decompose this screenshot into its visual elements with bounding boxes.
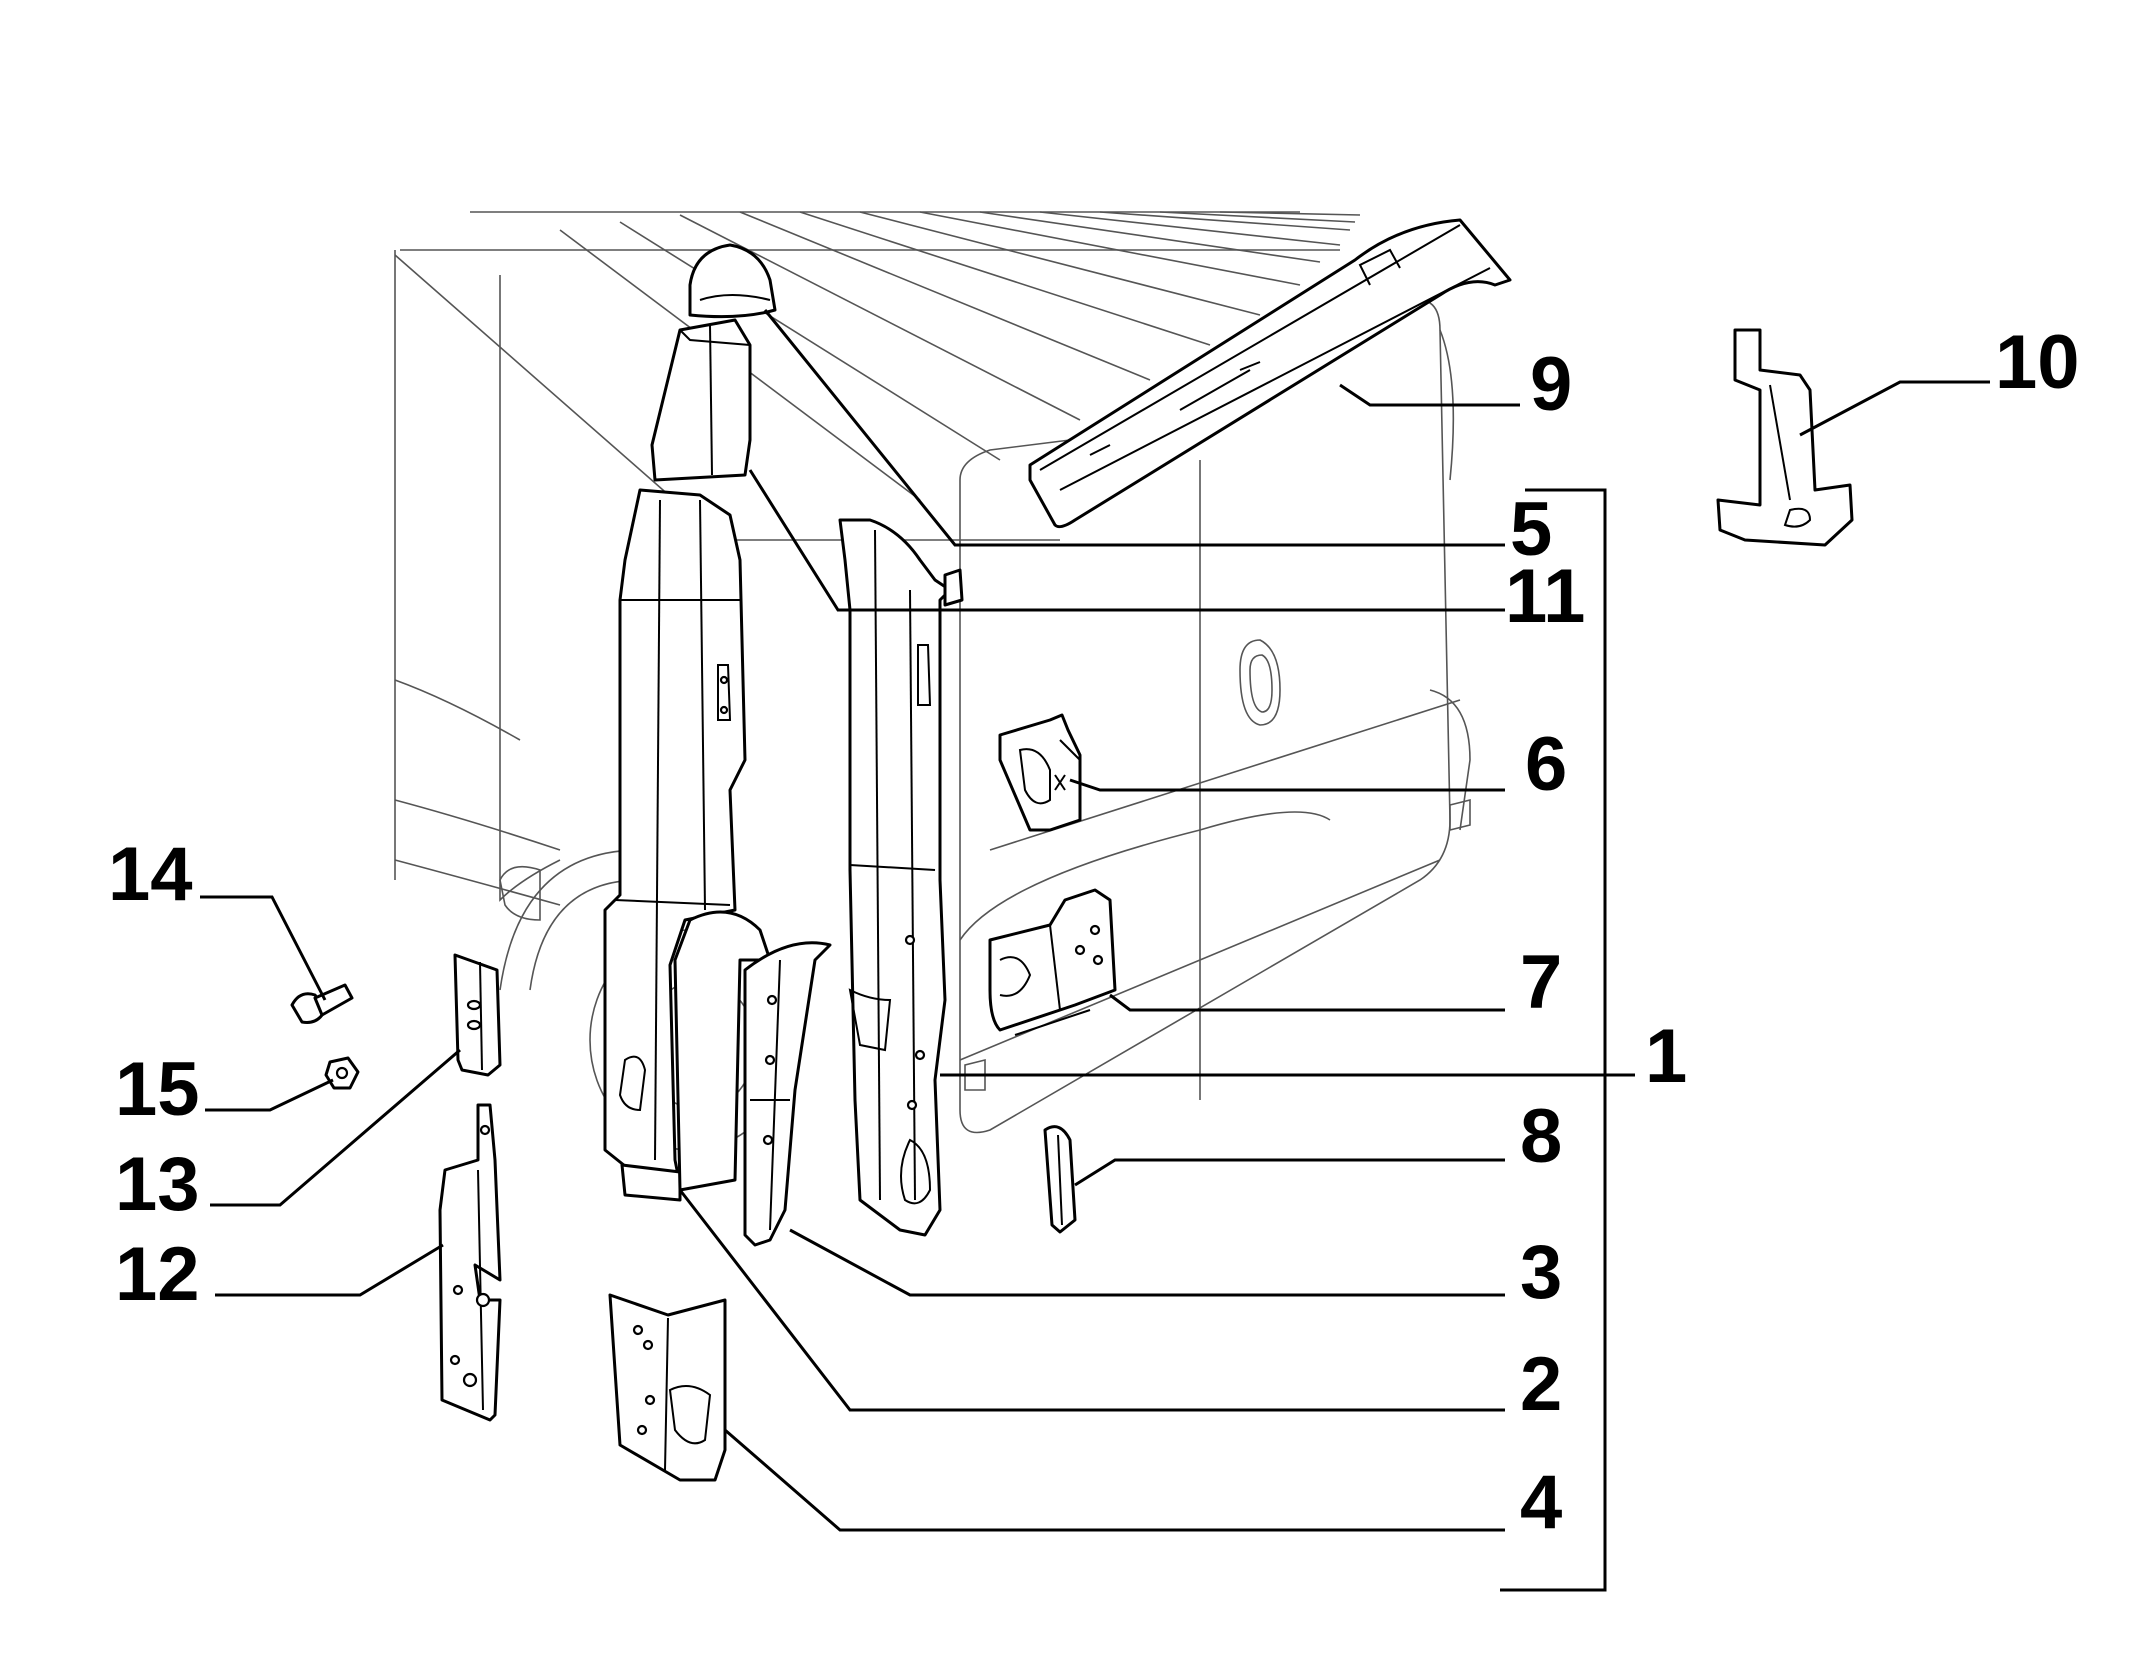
rear-corner-line (1439, 329, 1455, 481)
rear-door-handle-inner (1249, 654, 1273, 713)
rear-door-handle-recess (959, 811, 1331, 941)
part-1-right-pillar (838, 518, 964, 1237)
side-lower-line (394, 799, 561, 851)
part-7-lock-plate (988, 888, 1117, 1036)
part-2-wheel-panel (673, 910, 772, 1192)
callout-14: 14 (108, 832, 193, 917)
group-bracket (1500, 488, 1607, 1592)
leader-10 (1799, 380, 1990, 437)
leader-5 (763, 309, 1505, 547)
side-marker-lamp (499, 865, 541, 921)
callout-7: 7 (1520, 940, 1562, 1025)
part-5-top-cap (688, 243, 777, 319)
leader-15 (205, 1078, 334, 1112)
rear-door-outline (959, 298, 1451, 1134)
leader-4 (724, 1428, 1505, 1532)
callout-3: 3 (1520, 1230, 1562, 1315)
leader-13 (210, 1048, 461, 1207)
part-10-bracket (1716, 328, 1854, 547)
part-4-lower-reinforcement (608, 1293, 727, 1482)
leader-3 (789, 1228, 1505, 1297)
side-belt-line (394, 679, 521, 741)
side-sill-line (394, 859, 561, 906)
leader-2 (678, 1189, 1505, 1412)
callout-12: 12 (115, 1232, 200, 1317)
part-6-bracket (998, 713, 1082, 832)
side-panel-edge (499, 275, 561, 902)
leader-11 (748, 469, 1505, 612)
rear-door-handle (1239, 639, 1281, 726)
part-9-roof-rail (1028, 218, 1512, 529)
callout-labels: 9 10 5 11 6 7 1 8 3 2 4 14 15 13 12 (108, 320, 2080, 1545)
leader-6 (1069, 778, 1505, 792)
part-12-plate (438, 1103, 502, 1422)
part-15-nut (324, 1056, 360, 1090)
leader-14 (200, 895, 327, 1001)
callout-9: 9 (1530, 342, 1572, 427)
leader-lines (200, 309, 1990, 1592)
callout-2: 2 (1520, 1342, 1562, 1427)
leader-7 (1109, 993, 1505, 1012)
callout-10: 10 (1995, 320, 2080, 405)
rear-small-lamp (964, 1058, 986, 1091)
part-11-upper-pillar (650, 318, 752, 482)
callout-4: 4 (1520, 1460, 1562, 1545)
callout-8: 8 (1520, 1094, 1562, 1179)
callout-1: 1 (1645, 1014, 1687, 1099)
callout-13: 13 (115, 1142, 200, 1227)
part-3-inner-pillar (743, 941, 832, 1247)
callout-15: 15 (115, 1047, 200, 1132)
part-14-bolt (290, 983, 354, 1024)
leader-8 (1074, 1158, 1505, 1187)
leader-12 (215, 1243, 444, 1297)
part-8-strip (1043, 1125, 1077, 1234)
part-2-left-pillar (603, 488, 747, 1202)
leader-9 (1339, 383, 1520, 407)
rear-light-line (1429, 689, 1471, 831)
callout-5: 5 (1510, 487, 1552, 572)
part-13-plate (453, 953, 502, 1077)
rear-reflector (1449, 798, 1471, 832)
callout-11: 11 (1505, 554, 1585, 639)
callout-6: 6 (1525, 722, 1567, 807)
